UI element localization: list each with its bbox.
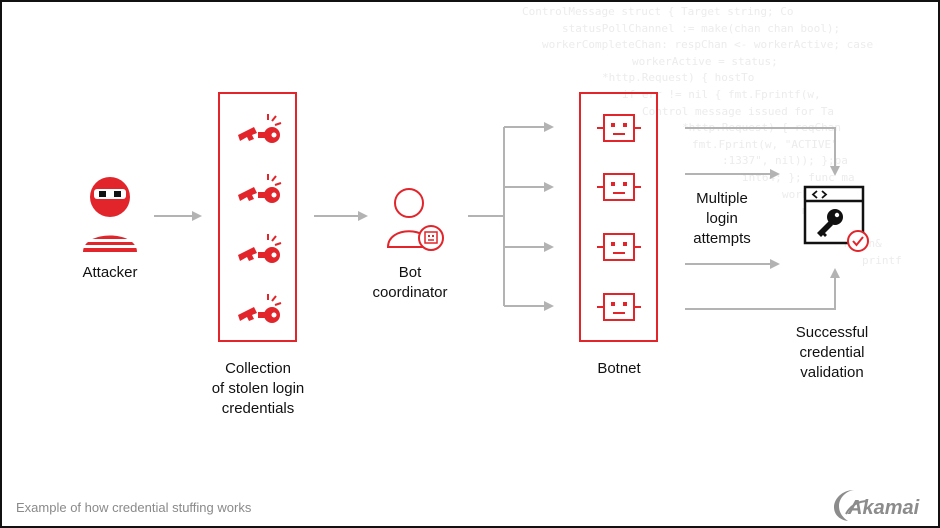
akamai-logo: Akamai: [832, 484, 932, 522]
background-code-line: workerActive = status;: [632, 54, 778, 68]
credentials-collection-box: [218, 92, 297, 342]
background-code-line: printf: [862, 253, 902, 267]
validation-label-line: Successful: [795, 324, 869, 341]
botnet-box: [579, 92, 658, 342]
attacker-icon: [83, 177, 137, 252]
collection-label-line: credentials: [221, 400, 295, 417]
checkmark-icon: [847, 230, 869, 252]
bot-icon: [596, 114, 642, 142]
coordinator-label-line: coordinator: [372, 284, 448, 301]
bot-coordinator-icon: [386, 188, 444, 251]
stolen-key-icon: [237, 293, 282, 324]
coordinator-label-line: Bot: [398, 264, 422, 281]
coordinator-label: Bot coordinator: [362, 263, 458, 303]
stolen-key-icon: [237, 173, 282, 204]
botnet-label: Botnet: [597, 360, 641, 377]
attempts-label-line: attempts: [693, 230, 751, 247]
background-code-line: ControlMessage struct { Target string; C…: [522, 5, 794, 18]
background-code-line: if err != nil { fmt.Fprintf(w,: [622, 87, 821, 101]
validation-label: Successful credential validation: [776, 323, 888, 383]
collection-label-line: of stolen login: [211, 380, 305, 397]
bot-icon: [596, 293, 642, 321]
attempts-label-line: login: [706, 210, 738, 227]
collection-label: Collection of stolen login credentials: [198, 359, 318, 419]
bot-icon: [596, 173, 642, 201]
attempts-label-line: Multiple: [696, 190, 748, 207]
figure-caption: Example of how credential stuffing works: [16, 500, 252, 515]
akamai-wordmark: Akamai: [847, 497, 920, 519]
attacker-label: Attacker: [82, 264, 138, 281]
login-attempts-label: Multiple login attempts: [682, 189, 762, 249]
background-code-line: workerCompleteChan: respChan <- workerAc…: [542, 38, 874, 52]
login-attempt-arrows: [685, 127, 840, 310]
background-code-line: *http.Request) { hostTo: [602, 71, 755, 85]
validation-label-line: credential: [799, 344, 865, 361]
background-code-line: statusPollChannel := make(chan chan bool…: [562, 21, 841, 35]
fanout-arrows: [468, 122, 554, 311]
background-code-line: fmt.Fprint(w, "ACTIVE": [692, 137, 838, 151]
stolen-key-icon: [237, 113, 282, 144]
akamai-logo-icon: Akamai: [834, 490, 920, 521]
background-code-line: int64; }; func ma: [742, 170, 855, 184]
collection-label-line: Collection: [225, 360, 291, 377]
stolen-key-icon: [237, 233, 282, 264]
bot-icon: [596, 233, 642, 261]
background-code-line: Control message issued for Ta: [642, 104, 835, 118]
validation-label-line: validation: [800, 364, 864, 381]
